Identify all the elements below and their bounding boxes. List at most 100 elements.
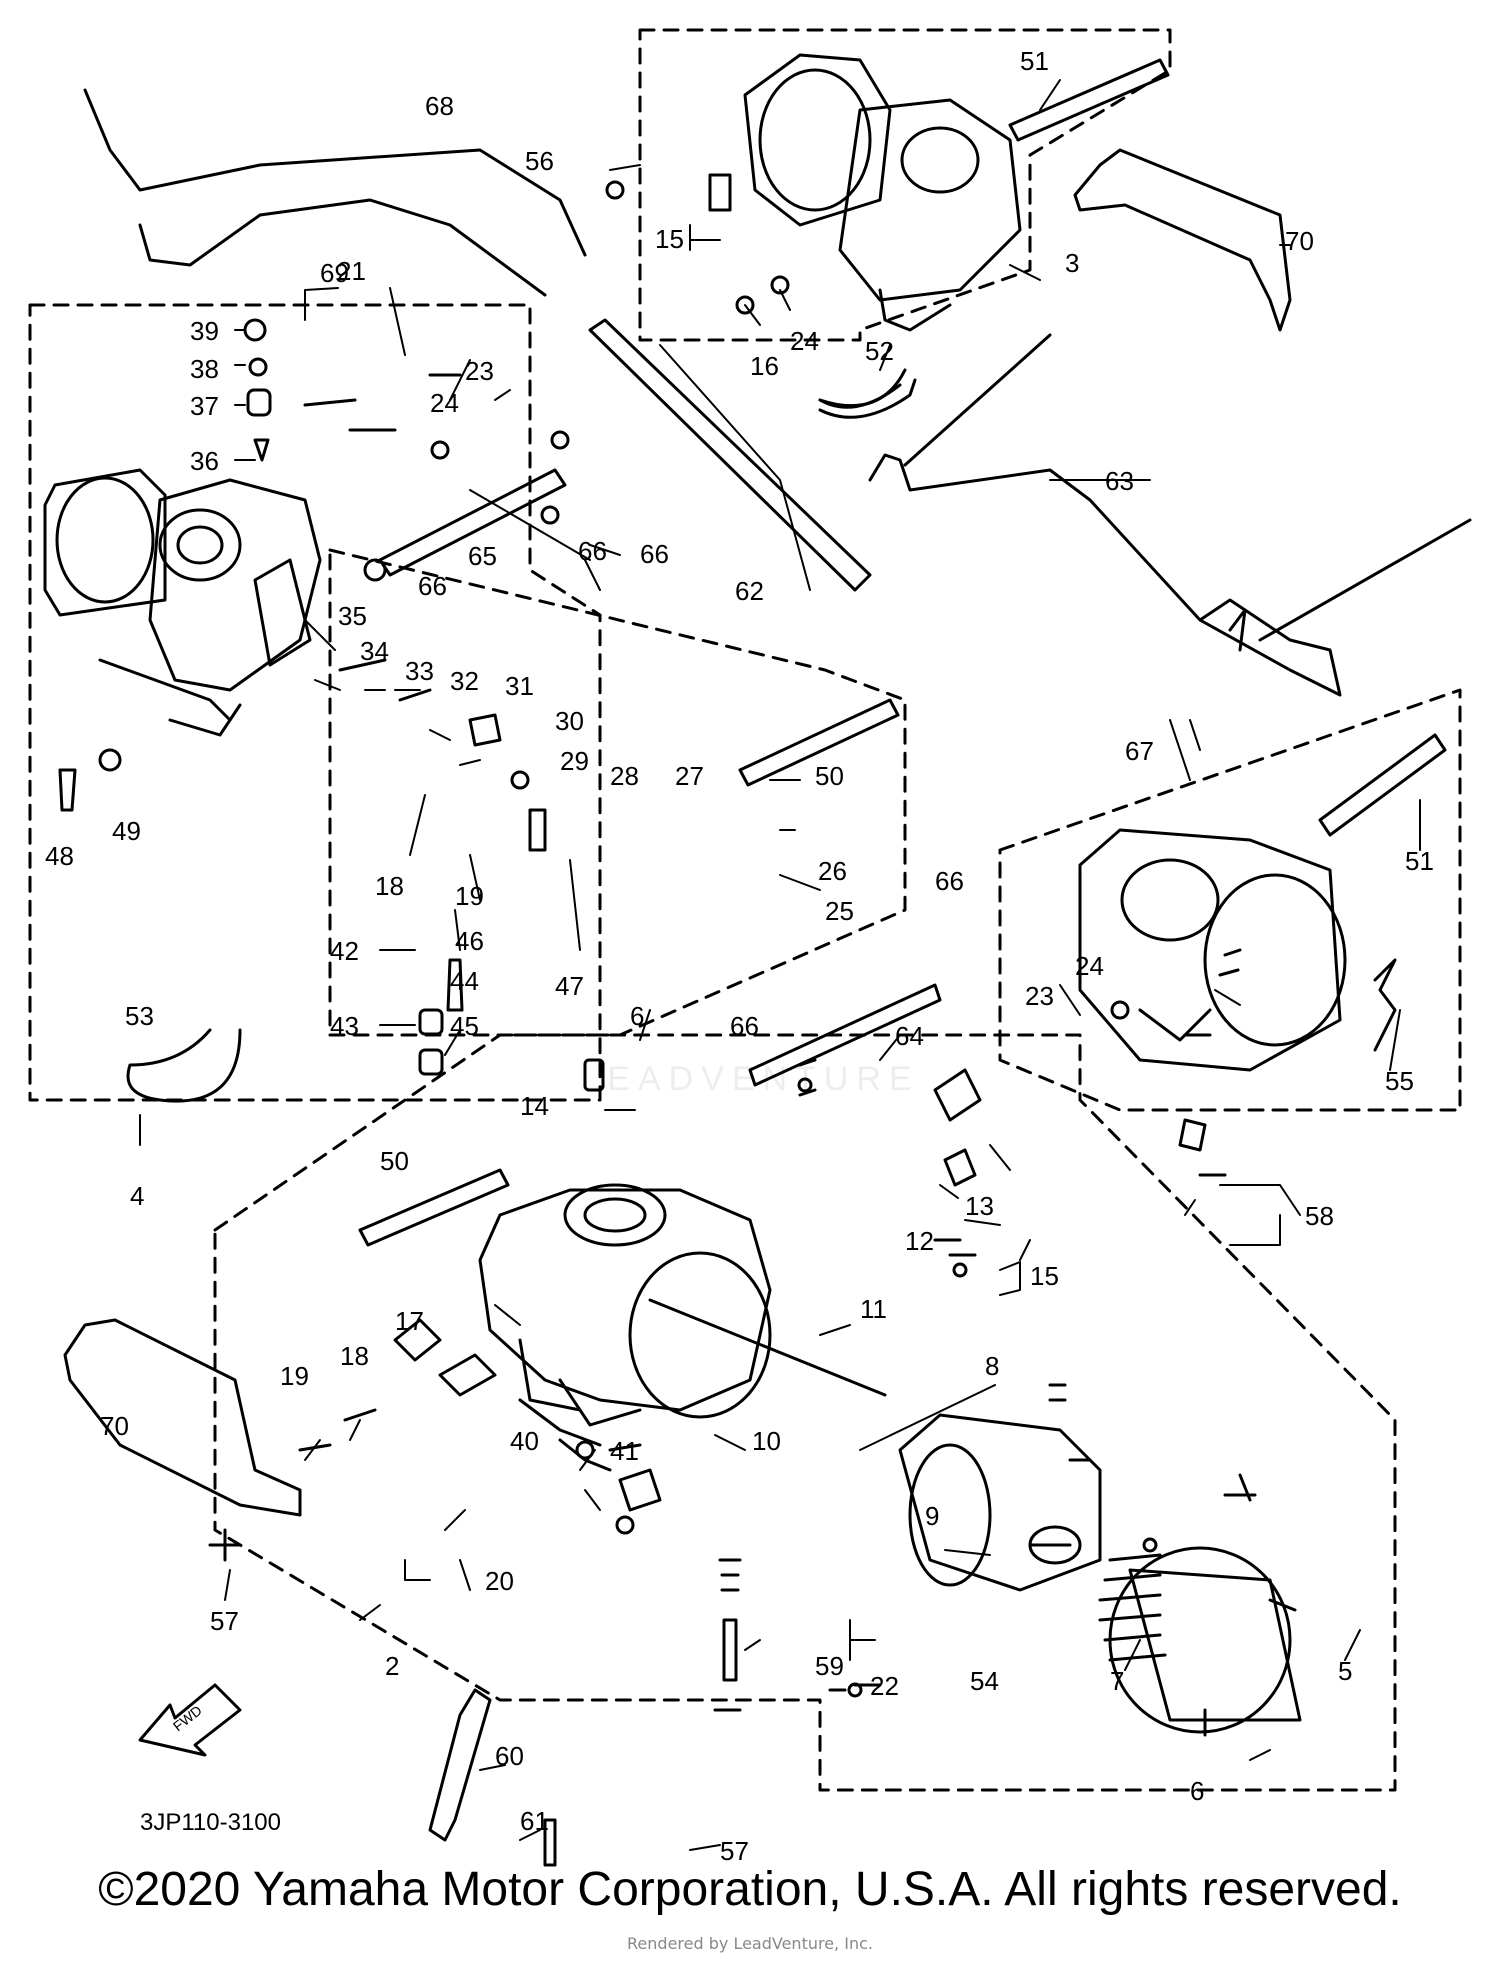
copyright-notice: ©2020 Yamaha Motor Corporation, U.S.A. A… (98, 1863, 1402, 1916)
callout-15b: 15 (655, 224, 684, 254)
callout-30: 30 (555, 706, 584, 736)
hose-68 (83, 88, 587, 257)
callout-66a: 66 (578, 536, 607, 566)
callout-9: 9 (925, 1501, 939, 1531)
fasteners (58, 173, 1397, 1867)
hose-53 (126, 1028, 242, 1103)
watermark: LEADVENTURE (580, 1060, 920, 1098)
callout-18a: 18 (375, 871, 404, 901)
hose-69 (138, 198, 547, 297)
callout-17: 17 (395, 1306, 424, 1336)
throttle-rod-63-shaft (903, 333, 1472, 642)
assembly-outline-3 (638, 28, 1172, 342)
callout-64: 64 (895, 1021, 924, 1051)
callout-16: 16 (750, 351, 779, 381)
callout-5: 5 (1338, 1656, 1352, 1686)
callout-23b: 23 (1025, 981, 1054, 1011)
callout-24a: 24 (430, 388, 459, 418)
callout-24c: 24 (1075, 951, 1104, 981)
tube-65 (378, 468, 567, 577)
callout-28: 28 (610, 761, 639, 791)
carburetor-4 (43, 468, 322, 737)
callout-14: 14 (520, 1091, 549, 1121)
bracket-70-bottom (63, 1318, 302, 1517)
diaphragm-cover-assembly (648, 1298, 1302, 1734)
tube-51-right (1318, 733, 1447, 837)
callout-50a: 50 (815, 761, 844, 791)
callout-37: 37 (190, 391, 219, 421)
callout-34: 34 (360, 636, 389, 666)
callout-56: 56 (525, 146, 554, 176)
callout-57b: 57 (720, 1836, 749, 1866)
fwd-arrow-icon (138, 1683, 242, 1757)
assembly-outline-4 (28, 303, 602, 1102)
callout-66c: 66 (640, 539, 669, 569)
carburetor-2 (478, 1183, 772, 1427)
callout-51b: 51 (1405, 846, 1434, 876)
callout-35: 35 (338, 601, 367, 631)
callout-24b: 24 (790, 326, 819, 356)
callout-19b: 19 (280, 1361, 309, 1391)
callout-23a: 23 (465, 356, 494, 386)
callout-62: 62 (735, 576, 764, 606)
callout-39: 39 (190, 316, 219, 346)
callout-8: 8 (985, 1351, 999, 1381)
callout-70a: 70 (1285, 226, 1314, 256)
callout-26: 26 (818, 856, 847, 886)
leader-lines (139, 79, 1421, 1851)
callout-3: 3 (1065, 248, 1079, 278)
tube-50-top (738, 698, 900, 787)
callout-41: 41 (610, 1436, 639, 1466)
callout-49: 49 (112, 816, 141, 846)
callout-68: 68 (425, 91, 454, 121)
tube-64 (748, 983, 942, 1087)
callout-31: 31 (505, 671, 534, 701)
callout-29: 29 (560, 746, 589, 776)
callout-33: 33 (405, 656, 434, 686)
part-code: 3JP110-3100 (140, 1809, 281, 1836)
carburetor-right (1078, 828, 1347, 1072)
assembly-outline-2 (213, 1033, 1397, 1792)
callout-58: 58 (1305, 1201, 1334, 1231)
callout-25: 25 (825, 896, 854, 926)
callout-60: 60 (495, 1741, 524, 1771)
callout-2: 2 (385, 1651, 399, 1681)
shaft-62 (588, 318, 872, 592)
callout-7: 7 (1110, 1666, 1124, 1696)
callout-52: 52 (865, 336, 894, 366)
fwd-label: FWD (170, 1702, 205, 1734)
callout-18b: 18 (340, 1341, 369, 1371)
callout-12: 12 (905, 1226, 934, 1256)
callout-46: 46 (455, 926, 484, 956)
callout-50b: 50 (380, 1146, 409, 1176)
callout-4: 4 (130, 1181, 144, 1211)
callout-38: 38 (190, 354, 219, 384)
tube-50-bottom (358, 1168, 510, 1247)
carburetor-3 (743, 53, 1022, 419)
callout-47: 47 (555, 971, 584, 1001)
callout-65: 65 (468, 541, 497, 571)
callout-6a: 6 (630, 1001, 644, 1031)
callout-labels: 2 3 4 5 6 6 6 7 8 9 10 11 12 13 14 15 15… (45, 46, 1434, 1866)
callout-66b: 66 (418, 571, 447, 601)
bracket-70-top (1073, 148, 1292, 332)
callout-54: 54 (970, 1666, 999, 1696)
callout-42: 42 (330, 936, 359, 966)
callout-10: 10 (752, 1426, 781, 1456)
callout-40: 40 (510, 1426, 539, 1456)
callout-43: 43 (330, 1011, 359, 1041)
callout-44: 44 (450, 966, 479, 996)
callout-36: 36 (190, 446, 219, 476)
callout-66d: 66 (935, 866, 964, 896)
callout-45: 45 (450, 1011, 479, 1041)
callout-63: 63 (1105, 466, 1134, 496)
callout-13: 13 (965, 1191, 994, 1221)
callout-67: 67 (1125, 736, 1154, 766)
callout-32: 32 (450, 666, 479, 696)
rendered-by-notice: Rendered by LeadVenture, Inc. (627, 1934, 873, 1953)
callout-48: 48 (45, 841, 74, 871)
callout-20: 20 (485, 1566, 514, 1596)
callout-70b: 70 (100, 1411, 129, 1441)
callout-69: 69 (320, 258, 349, 288)
tube-51-top (1008, 58, 1170, 142)
